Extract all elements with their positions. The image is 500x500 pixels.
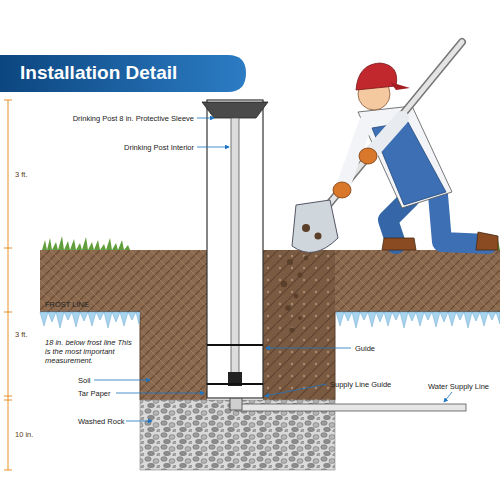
part-label: Supply Line Guide — [330, 380, 391, 389]
part-label: Washed Rock — [78, 417, 124, 426]
dimension-label: 10 in. — [15, 430, 33, 439]
title-banner-text: Installation Detail — [20, 61, 177, 85]
frost-line-label: FROST LINE — [45, 300, 89, 309]
part-label: Tar Paper — [78, 389, 111, 398]
dimension-label: 3 ft. — [15, 330, 28, 339]
part-label: Drinking Post 8 in. Protective Sleeve — [73, 114, 194, 123]
part-label: Guide — [355, 344, 375, 353]
part-label: Water Supply Line — [428, 382, 489, 391]
part-label: Soil — [78, 376, 91, 385]
dimension-label: 3 ft. — [15, 170, 28, 179]
note-label: 18 in. below frost line This is the most… — [45, 338, 135, 365]
part-label: Drinking Post Interior — [124, 143, 194, 152]
